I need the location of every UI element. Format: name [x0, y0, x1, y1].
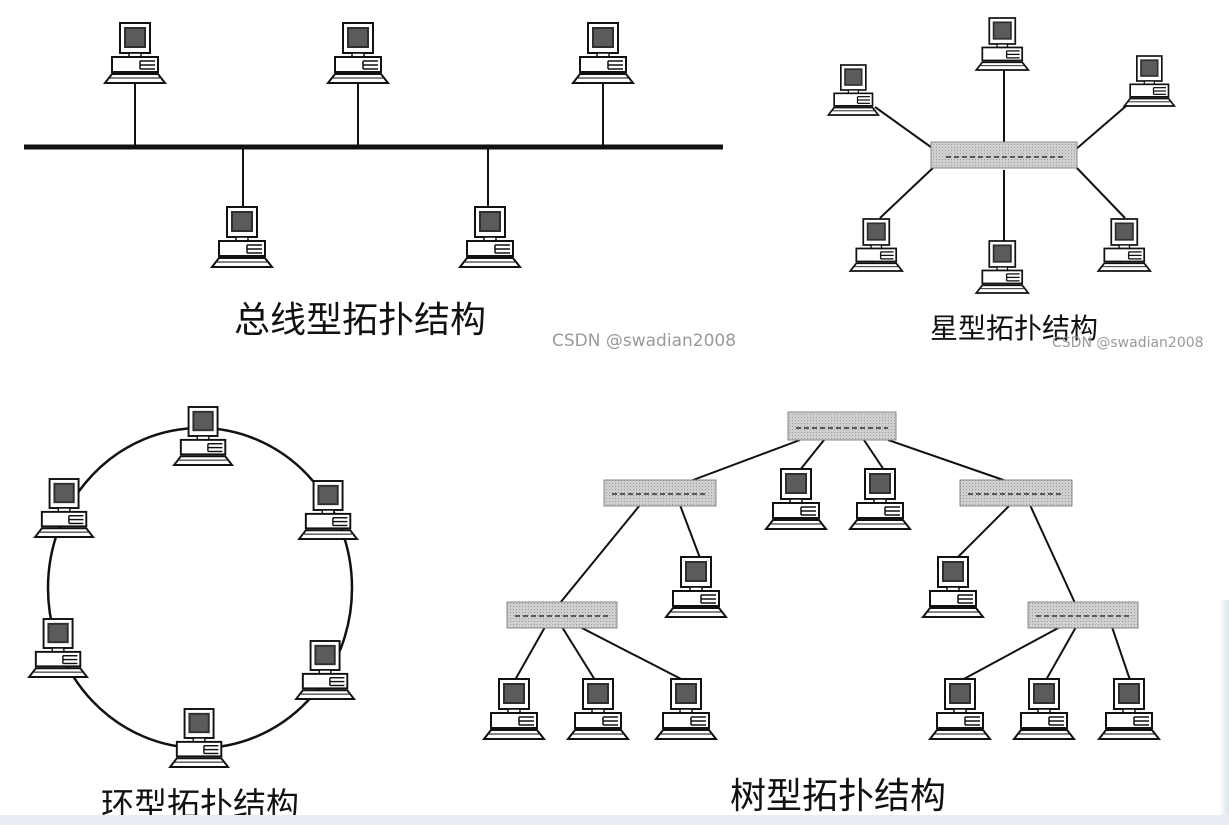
- tree-link: [561, 626, 596, 681]
- star-topology: 星型拓扑结构 CSDN @swadian2008: [827, 17, 1204, 351]
- computer-icon: [849, 468, 911, 530]
- star-link: [879, 165, 936, 219]
- hub-icon: [787, 411, 897, 441]
- computer-icon: [1097, 218, 1152, 272]
- tree-link: [559, 504, 641, 604]
- ring-topology: 环型拓扑结构: [28, 406, 359, 824]
- star-link: [874, 106, 936, 151]
- star-title: 星型拓扑结构: [930, 312, 1098, 345]
- computer-icon: [28, 618, 89, 678]
- computer-icon: [827, 64, 880, 116]
- tree-link: [863, 439, 885, 471]
- hub-icon: [1027, 601, 1139, 629]
- watermark: CSDN @swadian2008: [1052, 335, 1204, 351]
- computer-icon: [572, 22, 634, 84]
- ring-cable: [46, 426, 354, 750]
- computer-icon: [849, 218, 904, 272]
- tree-link: [514, 626, 546, 681]
- tree-link: [579, 626, 684, 681]
- computer-icon: [975, 17, 1030, 71]
- tree-link: [799, 439, 825, 471]
- tree-link: [887, 439, 1013, 484]
- star-link: [1074, 99, 1134, 151]
- computer-icon: [1098, 678, 1160, 740]
- bus-topology: 总线型拓扑结构 CSDN @swadian2008: [24, 22, 736, 351]
- tree-link: [1111, 626, 1131, 681]
- computer-icon: [975, 240, 1030, 294]
- star-link: [1074, 165, 1126, 219]
- computer-icon: [483, 678, 545, 740]
- computer-icon: [104, 22, 166, 84]
- computer-icon: [665, 556, 727, 618]
- computer-icon: [327, 22, 389, 84]
- computer-icon: [173, 406, 234, 466]
- computer-icon: [295, 640, 356, 700]
- edge-shade: [1219, 600, 1229, 815]
- tree-link: [956, 504, 1011, 559]
- computer-icon: [169, 708, 230, 768]
- computer-icon: [922, 556, 984, 618]
- tree-topology: 树型拓扑结构: [483, 411, 1160, 817]
- computer-icon: [1013, 678, 1075, 740]
- computer-icon: [929, 678, 991, 740]
- computer-icon: [655, 678, 717, 740]
- hub-icon: [959, 479, 1073, 507]
- watermark: CSDN @swadian2008: [552, 331, 736, 351]
- computer-icon: [298, 480, 359, 540]
- tree-link: [1029, 504, 1076, 604]
- bottom-strip: [0, 815, 1229, 825]
- hub-icon: [506, 601, 618, 629]
- computer-icon: [34, 478, 95, 538]
- tree-title: 树型拓扑结构: [730, 776, 946, 817]
- computer-icon: [765, 468, 827, 530]
- computer-icon: [459, 206, 521, 268]
- tree-link: [684, 439, 801, 484]
- computer-icon: [567, 678, 629, 740]
- hub-icon: [930, 141, 1078, 169]
- tree-link: [679, 504, 701, 559]
- tree-link: [1045, 626, 1077, 681]
- tree-link: [961, 626, 1061, 681]
- bus-title: 总线型拓扑结构: [234, 300, 486, 341]
- computer-icon: [211, 206, 273, 268]
- hub-icon: [603, 479, 717, 507]
- computer-icon: [1123, 55, 1176, 107]
